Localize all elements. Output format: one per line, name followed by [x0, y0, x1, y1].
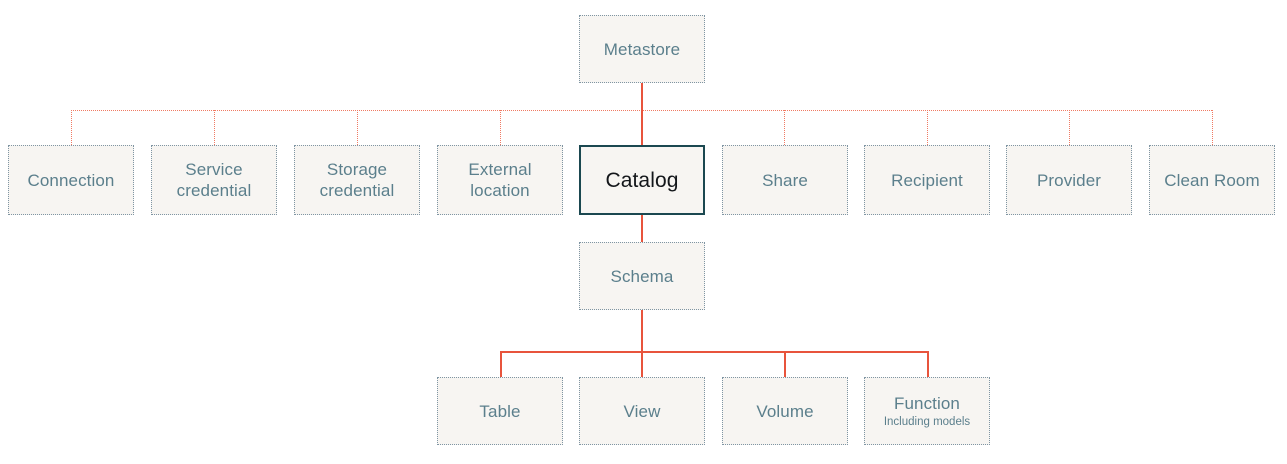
edge-drop-table: [500, 351, 502, 378]
node-service-credential[interactable]: Service credential: [151, 145, 277, 215]
edge-drop-provider: [1069, 110, 1070, 145]
node-function-sublabel: Including models: [883, 416, 971, 428]
edge-metastore-trunk: [641, 82, 643, 111]
node-catalog[interactable]: Catalog: [579, 145, 705, 215]
node-catalog-label: Catalog: [605, 168, 679, 192]
edge-drop-storage-credential: [357, 110, 358, 145]
node-schema[interactable]: Schema: [579, 242, 705, 310]
edge-drop-connection: [71, 110, 72, 145]
node-provider-label: Provider: [1036, 170, 1102, 190]
edge-object-bus: [500, 351, 927, 353]
node-recipient-label: Recipient: [891, 170, 963, 190]
node-external-location-label: External location: [468, 160, 532, 200]
node-view[interactable]: View: [579, 377, 705, 445]
node-function-label: Function: [893, 394, 960, 413]
node-external-location[interactable]: External location: [437, 145, 563, 215]
node-table-label: Table: [479, 401, 521, 421]
node-schema-label: Schema: [610, 266, 674, 286]
node-metastore[interactable]: Metastore: [579, 15, 705, 83]
node-function[interactable]: Function Including models: [864, 377, 990, 445]
node-storage-credential-label: Storage credential: [319, 160, 395, 200]
edge-drop-function: [927, 351, 929, 378]
node-provider[interactable]: Provider: [1006, 145, 1132, 215]
edge-drop-recipient: [927, 110, 928, 145]
node-table[interactable]: Table: [437, 377, 563, 445]
edge-drop-volume: [784, 351, 786, 391]
node-clean-room[interactable]: Clean Room: [1149, 145, 1275, 215]
node-recipient[interactable]: Recipient: [864, 145, 990, 215]
edge-drop-clean-room: [1212, 110, 1213, 145]
edge-drop-external-location: [500, 110, 501, 145]
node-share[interactable]: Share: [722, 145, 848, 215]
node-volume-label: Volume: [756, 401, 814, 421]
edge-drop-service-credential: [214, 110, 215, 145]
node-volume[interactable]: Volume: [722, 377, 848, 445]
node-storage-credential[interactable]: Storage credential: [294, 145, 420, 215]
node-metastore-label: Metastore: [603, 39, 681, 59]
node-connection-label: Connection: [27, 170, 115, 190]
node-clean-room-label: Clean Room: [1164, 170, 1260, 190]
edge-schema-trunk: [641, 310, 643, 352]
node-service-credential-label: Service credential: [176, 160, 252, 200]
node-connection[interactable]: Connection: [8, 145, 134, 215]
edge-drop-view: [641, 351, 643, 378]
edge-drop-share: [784, 110, 785, 145]
edge-drop-catalog: [641, 110, 643, 146]
edge-catalog-schema: [641, 214, 643, 243]
node-share-label: Share: [762, 170, 808, 190]
node-view-label: View: [623, 401, 661, 421]
